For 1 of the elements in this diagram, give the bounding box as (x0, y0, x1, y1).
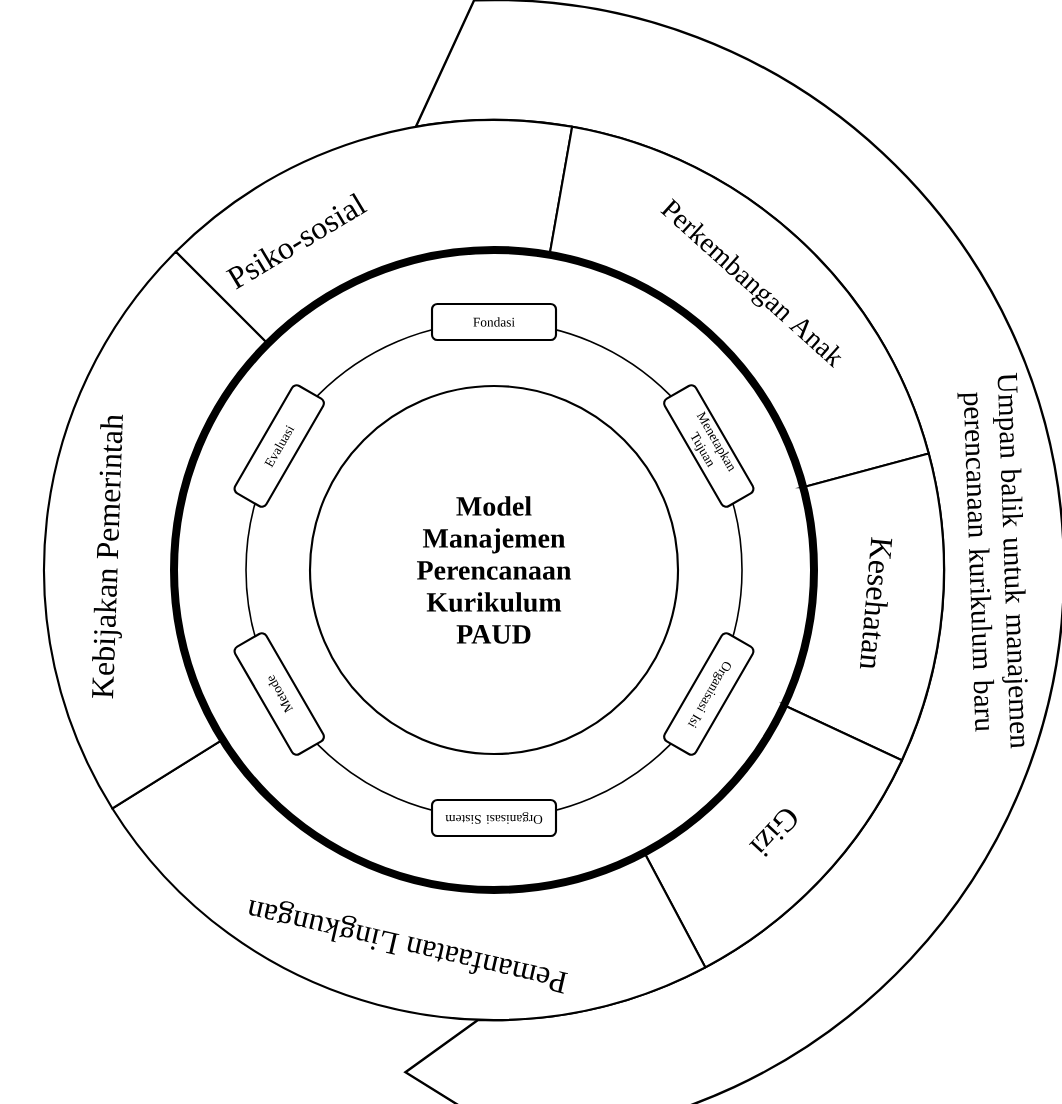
ring-segment: Kesehatan (782, 452, 945, 762)
